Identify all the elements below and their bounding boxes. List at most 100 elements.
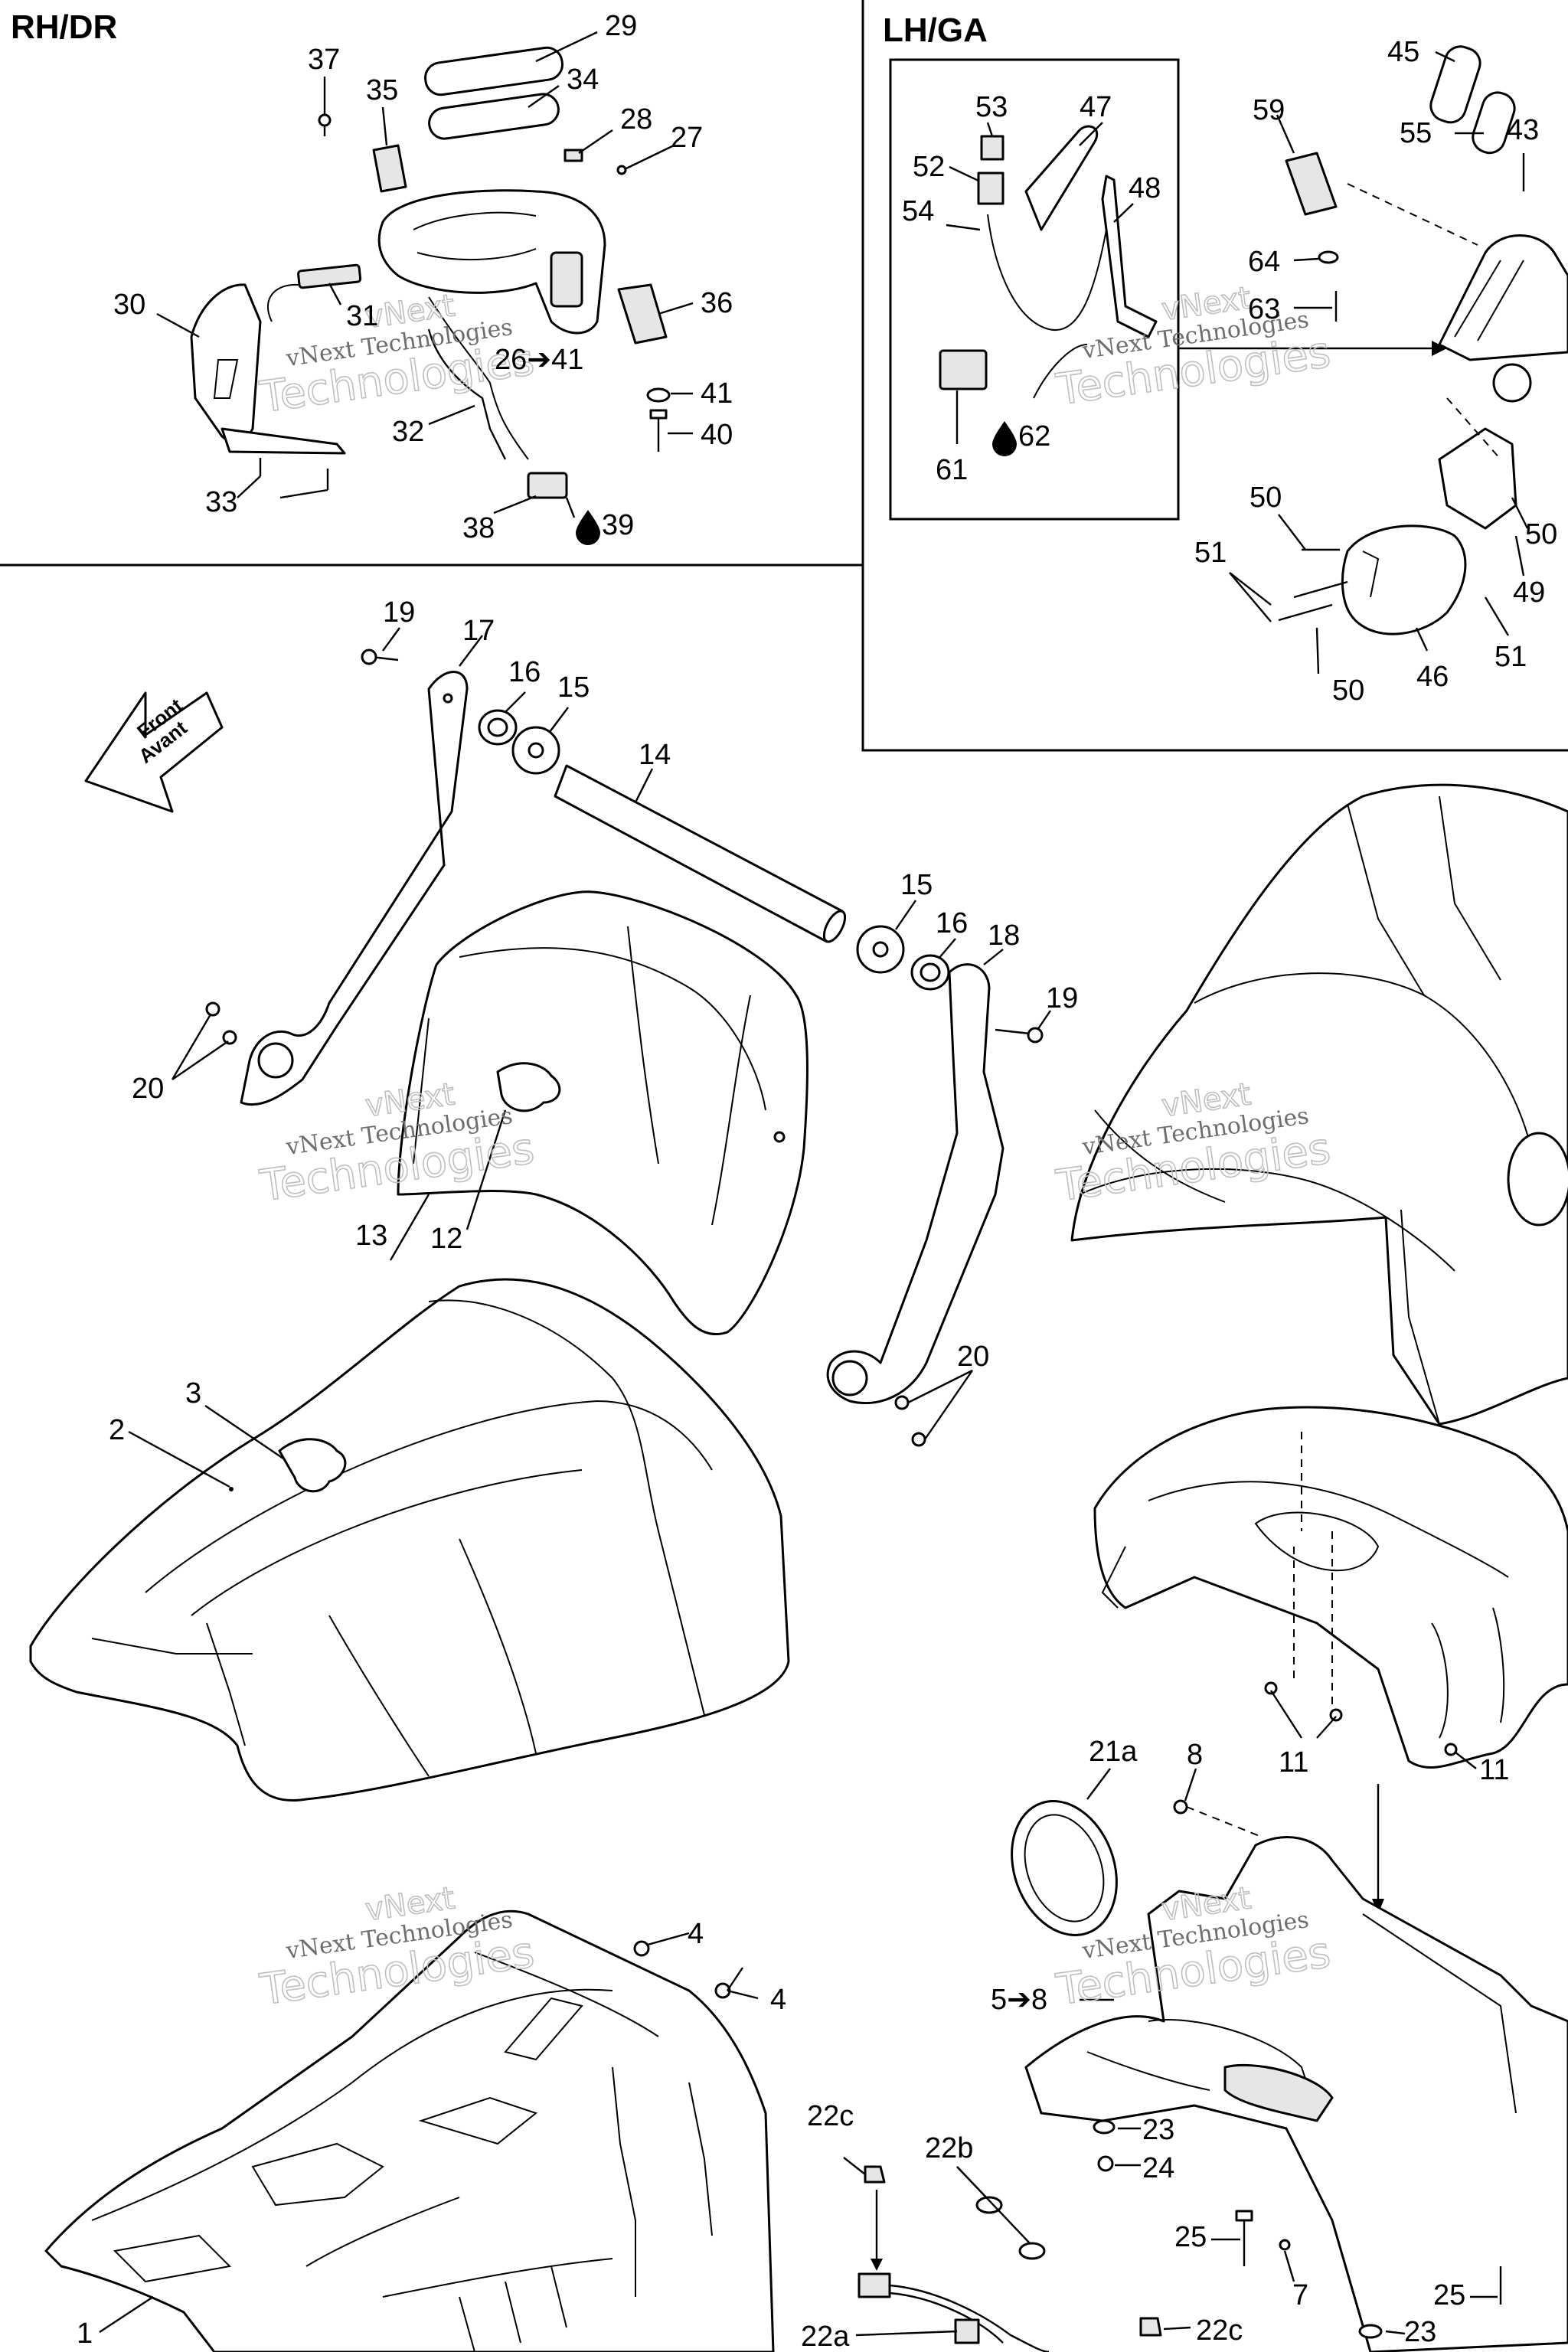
clamp-22b-b <box>1018 2242 1046 2260</box>
base-pan-1 <box>44 1909 775 2352</box>
callout-19b: 19 <box>1046 982 1078 1014</box>
bolt-24 <box>1097 2155 1114 2172</box>
rivet-4a <box>633 1940 650 1957</box>
callout-15b: 15 <box>900 869 933 901</box>
callout-52: 52 <box>913 151 945 183</box>
grip-55 <box>1472 91 1516 155</box>
callout-43: 43 <box>1507 114 1539 146</box>
callout-53: 53 <box>975 91 1008 123</box>
seat-cushion-right <box>1070 783 1568 1426</box>
washer-23b <box>1358 2324 1383 2339</box>
callout-18: 18 <box>988 920 1020 952</box>
callout-34: 34 <box>567 64 599 96</box>
callout-21a: 21a <box>1089 1736 1138 1768</box>
watermarks: vNext Technologies vNext Technologies vN… <box>256 280 1334 2017</box>
rh-handle-housing <box>377 189 606 335</box>
bracket-49 <box>1438 427 1517 530</box>
callout-33: 33 <box>205 486 237 518</box>
leader-lines <box>99 31 1529 2337</box>
clip-22c-b <box>1139 2317 1162 2337</box>
bolt-19b <box>1027 1027 1044 1044</box>
callout-20a: 20 <box>132 1073 164 1105</box>
washer-41 <box>646 387 671 403</box>
callout-23b: 23 <box>1404 2316 1436 2348</box>
callout-39: 39 <box>602 509 634 541</box>
patch-3 <box>278 1438 347 1493</box>
rh-handle-assembly <box>190 46 671 499</box>
washer-64 <box>1318 250 1339 264</box>
bracket-59 <box>1285 152 1338 216</box>
fluid-drop-icon-62 <box>992 421 1017 456</box>
tube-48 <box>1101 175 1158 338</box>
grip-45 <box>1429 45 1481 124</box>
callout-27: 27 <box>671 122 703 154</box>
callout-46: 46 <box>1416 661 1449 693</box>
callout-2: 2 <box>109 1414 125 1446</box>
callout-22c-a: 22c <box>807 2100 854 2132</box>
callout-22b: 22b <box>925 2132 973 2164</box>
callouts: 29 37 35 34 28 27 30 31 36 26➔41 41 32 4… <box>77 10 1557 2352</box>
callout-4b: 4 <box>770 1984 786 2016</box>
callout-16a: 16 <box>508 656 541 688</box>
clip-22c-a <box>864 2165 886 2184</box>
screw-20b <box>222 1030 237 1045</box>
grip-29 <box>424 46 564 96</box>
grip-30 <box>190 283 262 443</box>
callout-48: 48 <box>1129 172 1161 204</box>
callout-16b: 16 <box>936 907 968 939</box>
callout-35: 35 <box>366 74 398 106</box>
fluid-drop-icon-39 <box>576 510 600 545</box>
callout-25b: 25 <box>1433 2279 1465 2311</box>
seat-cushion-2 <box>29 1278 790 1802</box>
callout-63: 63 <box>1248 293 1280 325</box>
screw-8 <box>1173 1799 1188 1815</box>
connector-53 <box>980 135 1004 161</box>
watermark-1: vNext Technologies vNext Technologies <box>256 288 538 424</box>
callout-38: 38 <box>462 512 495 544</box>
passenger-seat <box>1070 783 1568 1426</box>
callout-11a: 11 <box>1279 1746 1308 1779</box>
bracket-35 <box>372 144 407 193</box>
connector-61 <box>939 349 988 390</box>
watermark-2: vNext Technologies vNext Technologies <box>1053 280 1334 416</box>
callout-4a: 4 <box>688 1918 704 1950</box>
connector-38 <box>527 472 568 499</box>
callout-36: 36 <box>701 287 733 319</box>
callout-59: 59 <box>1253 94 1285 126</box>
callout-51a: 51 <box>1194 537 1227 569</box>
callout-37: 37 <box>308 44 340 76</box>
callout-1: 1 <box>77 2318 93 2350</box>
front-arrow: Front Avant <box>84 691 224 813</box>
callout-32: 32 <box>392 416 424 448</box>
callout-14: 14 <box>639 739 671 771</box>
callout-54: 54 <box>902 195 934 227</box>
callout-19a: 19 <box>383 596 415 629</box>
callout-3: 3 <box>185 1377 201 1410</box>
callout-11b: 11 <box>1479 1754 1509 1786</box>
callout-31: 31 <box>346 300 378 332</box>
wiring-harness <box>858 2165 1162 2352</box>
part-28 <box>564 149 583 162</box>
storage-tray <box>1093 1406 1568 1914</box>
callout-50c: 50 <box>1332 675 1364 707</box>
callout-30: 30 <box>113 289 145 321</box>
patch-13 <box>496 1062 561 1112</box>
callout-40: 40 <box>701 419 733 451</box>
callout-51b: 51 <box>1494 641 1527 673</box>
part-27 <box>616 165 627 175</box>
callout-55: 55 <box>1400 117 1432 149</box>
callout-22c-b: 22c <box>1196 2314 1243 2347</box>
callout-24: 24 <box>1142 2152 1174 2184</box>
base-pan <box>44 1909 775 2352</box>
bracket-36 <box>617 283 668 345</box>
callout-12: 12 <box>430 1223 462 1255</box>
section-label-rh: RH/DR <box>11 8 117 46</box>
backrest-cushion-12 <box>397 890 808 1336</box>
callout-49: 49 <box>1513 577 1545 609</box>
grip-34 <box>428 93 560 140</box>
callout-15a: 15 <box>557 671 590 704</box>
callout-47: 47 <box>1080 91 1112 123</box>
callout-41: 41 <box>701 377 733 410</box>
inset-frames <box>0 0 1568 752</box>
